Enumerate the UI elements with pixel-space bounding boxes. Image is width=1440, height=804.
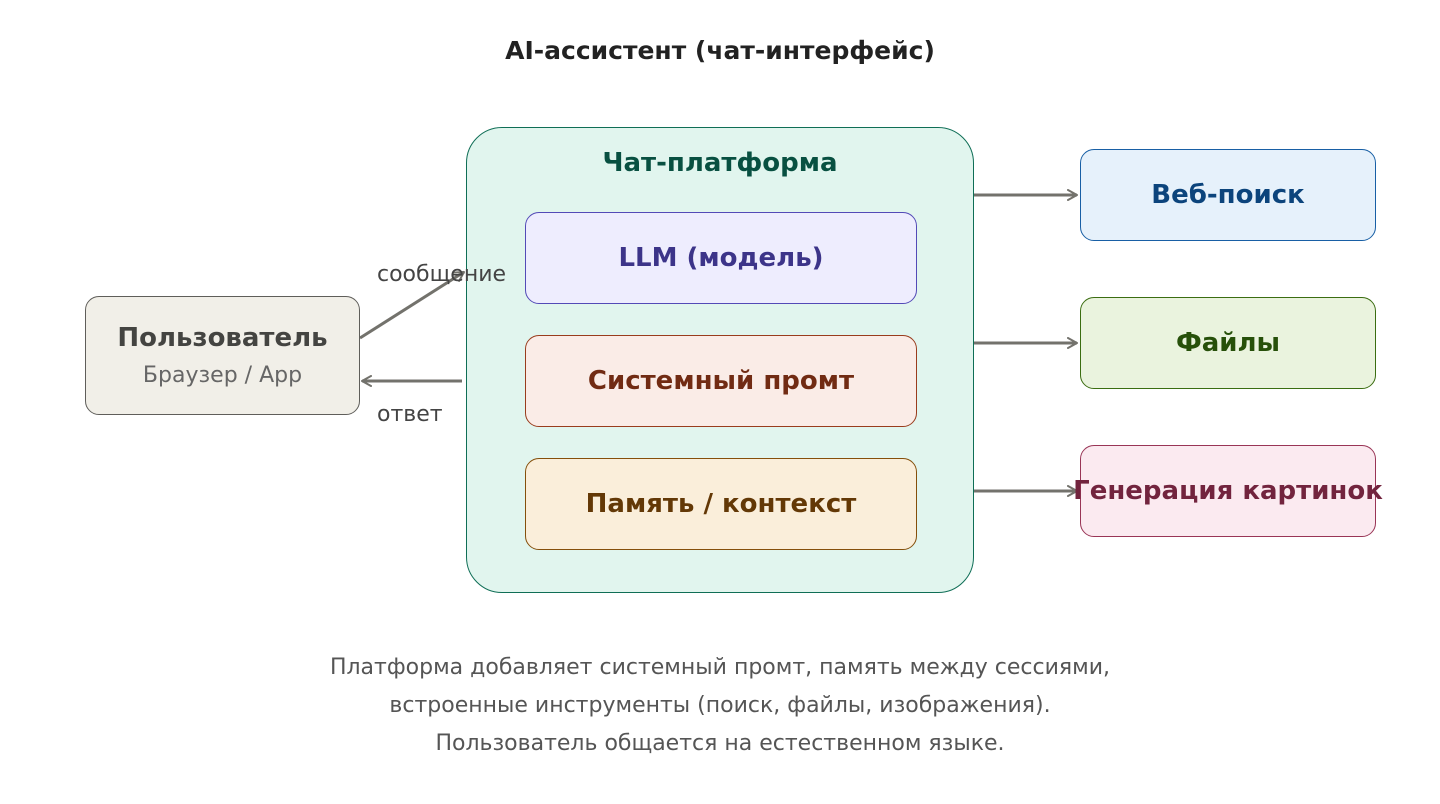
web-search-node-label: Веб-поиск: [1151, 180, 1305, 210]
message-arrow: [359, 270, 465, 340]
system-prompt-node: Системный промт: [525, 335, 917, 427]
message-edge-label: сообщение: [377, 262, 507, 287]
image-gen-node: Генерация картинок: [1073, 445, 1383, 537]
reply-edge-label: ответ: [377, 402, 443, 427]
user-node: Пользователь Браузер / App: [85, 296, 360, 415]
diagram-title: AI-ассистент (чат-интерфейс): [505, 36, 935, 65]
llm-node: LLM (модель): [525, 212, 917, 304]
caption-line-3: Пользователь общается на естественном яз…: [435, 731, 1005, 756]
files-node: Файлы: [1080, 297, 1376, 389]
memory-node-label: Память / контекст: [585, 489, 857, 519]
user-node-label: Пользователь: [117, 323, 328, 353]
files-node-label: Файлы: [1175, 328, 1281, 358]
llm-node-label: LLM (модель): [618, 243, 824, 273]
memory-node: Память / контекст: [525, 458, 917, 550]
web-search-node: Веб-поиск: [1080, 149, 1376, 241]
image-gen-node-label: Генерация картинок: [1073, 476, 1383, 506]
chat-platform-label: Чат-платформа: [602, 148, 838, 178]
caption-line-1: Платформа добавляет системный промт, пам…: [329, 655, 1111, 680]
system-prompt-node-label: Системный промт: [587, 366, 855, 396]
caption-line-2: встроенные инструменты (поиск, файлы, из…: [389, 693, 1051, 718]
user-node-sublabel: Браузер / App: [142, 363, 303, 388]
